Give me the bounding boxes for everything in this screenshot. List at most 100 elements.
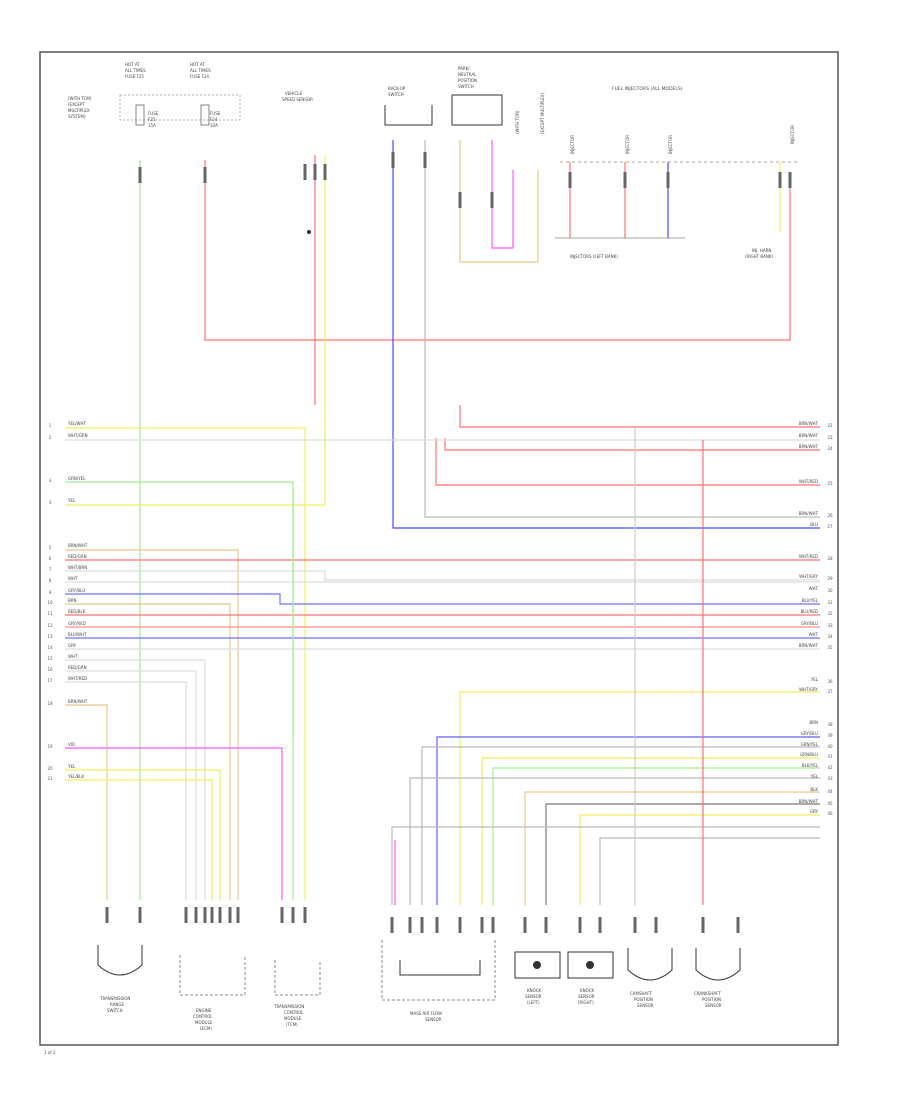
connector-pin-stub: [138, 167, 142, 183]
right-pin-number: 36: [827, 679, 833, 684]
pn-switch-symbol: [451, 94, 503, 126]
connector-pin-stub: [291, 907, 295, 923]
diagram-frame: [39, 51, 839, 1046]
hot-fuse-left-line-3: FUSE F25: [125, 74, 144, 79]
left-wire-label: WHT/GRN: [68, 433, 88, 438]
right-wire-label: BRN/WHT: [799, 799, 819, 804]
left-wire-label: GRY/RED: [68, 621, 86, 626]
right-wire-label: GRN/YEL: [801, 742, 819, 747]
right-pin-number: 45: [827, 801, 833, 806]
connector-stubs: [105, 152, 792, 933]
fuse-b-line-2: F24: [210, 117, 218, 122]
right-pin-number: 44: [827, 789, 833, 794]
maf-label-2: SENSOR: [425, 1017, 442, 1022]
crank-label-2: POSITION: [702, 997, 721, 1002]
wire-green-pin-39: [492, 767, 820, 905]
right-wire-label: GRY: [810, 809, 819, 814]
right-pin-number: 42: [827, 765, 833, 770]
left-pin-number: 21: [47, 776, 53, 781]
connector-pin-stub: [701, 917, 705, 933]
knock-sensor-left-box: [514, 951, 561, 979]
left-wire-label: GRN/YEL: [68, 476, 86, 481]
cam-sensor-connector: [627, 948, 673, 981]
wire-red-to-pin-22: [459, 405, 820, 428]
wire-gray-pin-40: [409, 777, 820, 905]
left-wire-label: WHT: [68, 576, 78, 581]
wire-red-to-pin-23: [444, 438, 820, 451]
hot-fuse-left-line-1: HOT AT: [125, 62, 140, 67]
left-wire-labels: YEL/WHT1WHT/GRN2GRN/YEL3YEL4BRN/WHT5RED/…: [47, 421, 87, 781]
right-pin-number: 39: [827, 733, 833, 738]
right-pin-number: 22: [827, 423, 833, 428]
left-wire-label: YEL/BLK: [67, 774, 85, 779]
left-pin-number: 18: [47, 701, 53, 706]
speed-sensor-dot: [307, 230, 311, 234]
left-pin-number: 6: [49, 556, 52, 561]
right-wire-label: BRN/WHT: [799, 421, 819, 426]
connector-pin-stub: [666, 172, 670, 188]
left-pin-number: 3: [49, 478, 52, 483]
wire-gray-pin-37: [421, 746, 820, 905]
connector-pin-stub: [218, 907, 222, 923]
connector-pin-stub: [203, 907, 207, 923]
knock-sensor-right-box: [567, 951, 614, 979]
right-wire-label: WHT/GRY: [799, 574, 818, 579]
cam-label-3: SENSOR: [637, 1003, 654, 1008]
mid-note-line-1: (WITH TCM): [515, 110, 520, 134]
wire-tan-pin-9: [65, 603, 231, 900]
crank-label-3: SENSOR: [705, 1003, 722, 1008]
connector-pin-stub: [778, 172, 782, 188]
knock-sensor-left-dot: [533, 961, 541, 969]
left-pin-number: 17: [47, 678, 53, 683]
wire-layer: [65, 140, 820, 905]
right-pin-number: 31: [827, 600, 833, 605]
right-pin-number: 33: [827, 623, 833, 628]
right-wire-label: BRN/WHT: [799, 643, 819, 648]
bottom-components: TRANSMISSION RANGE SWITCH ENGINE CONTROL…: [97, 940, 741, 1031]
speed-sensor-label-1: VEHICLE: [285, 91, 302, 96]
right-pin-number: 27: [827, 524, 833, 529]
injector-top-label-2: INJECTOR: [625, 135, 630, 154]
connector-pin-stub: [736, 917, 740, 933]
injector-bottom-right-label-1: INJ. HARN.: [752, 248, 773, 253]
trs-label-1: TRANSMISSION: [99, 996, 130, 1001]
left-wire-label: WHT: [68, 654, 78, 659]
maf-label-1: MASS AIR FLOW: [410, 1011, 442, 1016]
left-wire-label: GRY: [68, 643, 77, 648]
right-wire-label: YEL: [810, 774, 819, 779]
wire-red-power-bus: [204, 160, 791, 341]
left-wire-label: RED/BLK: [68, 609, 86, 614]
wire-tan-pin-4: [65, 549, 239, 900]
connector-pin-stub: [420, 917, 424, 933]
right-wire-label: BRN: [809, 720, 818, 725]
wire-green-pin-3: [65, 481, 294, 900]
hot-fuse-right-line-2: ALL TIMES: [190, 68, 211, 73]
right-pin-number: 38: [827, 722, 833, 727]
right-wire-label: BRN/WHT: [799, 511, 819, 516]
backup-switch-label-1: BACK-UP: [388, 86, 406, 91]
right-wire-label: GRY/BLU: [801, 731, 818, 736]
backup-switch-symbol: [384, 105, 433, 126]
connector-pin-stub: [598, 917, 602, 933]
right-pin-number: 35: [827, 645, 833, 650]
right-wire-label: BLU: [810, 522, 818, 527]
connector-pin-stub: [203, 167, 207, 183]
left-note-line-2: (EXCEPT: [68, 102, 85, 107]
left-pin-number: 7: [49, 567, 52, 572]
fuel-injectors-header: FUEL INJECTORS (ALL MODELS): [612, 86, 683, 92]
connector-pin-stub: [303, 164, 307, 180]
right-pin-number: 46: [827, 811, 833, 816]
right-wire-label: BRN/WHT: [799, 444, 819, 449]
injector-top-label-3: INJECTOR: [668, 135, 673, 154]
speed-sensor-label-2: SPEED SENSOR: [282, 97, 313, 102]
hot-fuse-right-line-1: HOT AT: [190, 62, 205, 67]
left-pin-number: 14: [47, 645, 53, 650]
left-note-line-4: SYSTEM): [68, 114, 86, 119]
wire-tan-pin-41: [524, 791, 820, 905]
connector-pin-stub: [391, 152, 395, 168]
page-code: 1 of 2: [44, 1050, 56, 1055]
connector-pin-stub: [228, 907, 232, 923]
left-wire-label: YEL: [67, 764, 76, 769]
right-pin-number: 34: [827, 634, 833, 639]
wire-yellow-pin-34: [459, 691, 820, 905]
